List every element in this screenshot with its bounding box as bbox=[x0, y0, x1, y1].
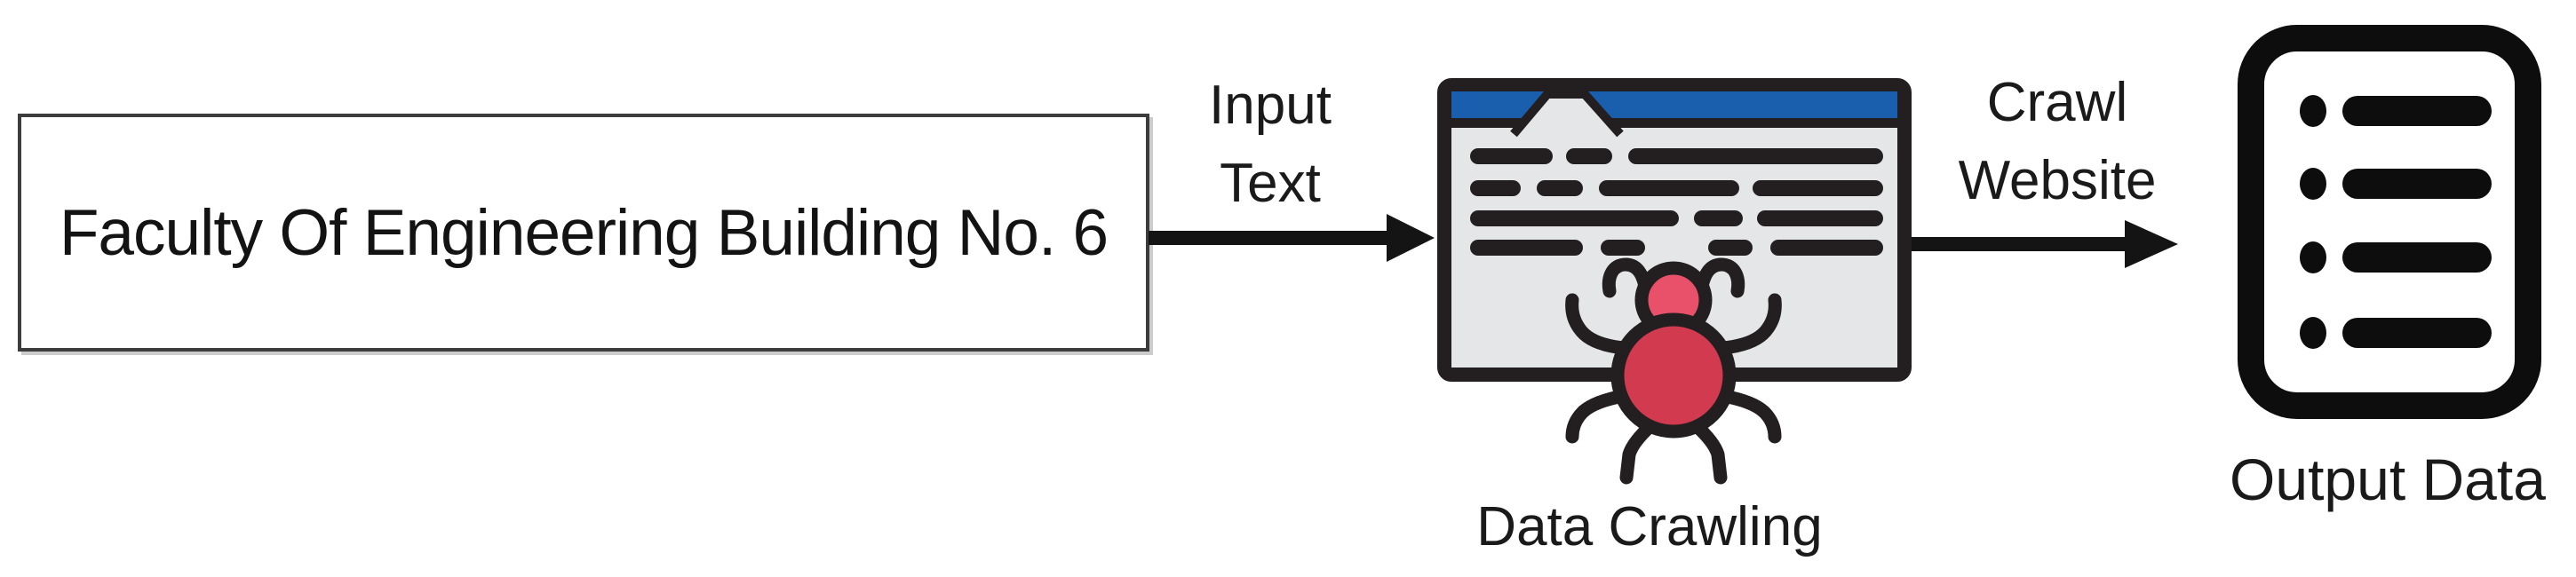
output-document-frame bbox=[2238, 25, 2541, 419]
browser-text-lines bbox=[1470, 148, 1883, 256]
output-caption: Output Data bbox=[2230, 447, 2546, 512]
input-arrow-label-line2: Text bbox=[1220, 153, 1321, 214]
web-crawler-icon bbox=[1437, 78, 1912, 485]
input-arrow-icon bbox=[1149, 214, 1435, 262]
crawl-arrow-label-line1: Crawl bbox=[1986, 72, 2128, 133]
bug-body bbox=[1610, 312, 1737, 439]
input-arrow-label: Input Text bbox=[1093, 67, 1448, 223]
crawl-arrow-label: Crawl Website bbox=[1880, 64, 2235, 220]
bug-icon bbox=[1565, 257, 1782, 485]
input-arrow-shaft bbox=[1149, 231, 1397, 245]
input-box: Faculty Of Engineering Building No. 6 bbox=[18, 114, 1149, 352]
browser-title-separator bbox=[1451, 118, 1897, 128]
crawl-arrow-label-line2: Website bbox=[1958, 150, 2157, 211]
input-box-label: Faculty Of Engineering Building No. 6 bbox=[59, 196, 1109, 269]
input-arrow-head bbox=[1387, 214, 1435, 262]
browser-notch bbox=[1510, 90, 1624, 138]
crawl-arrow-shaft bbox=[1912, 237, 2129, 251]
browser-title-bar bbox=[1451, 91, 1897, 118]
output-document-icon bbox=[2238, 25, 2541, 419]
crawl-arrow-icon bbox=[1912, 220, 2178, 268]
input-arrow-label-line1: Input bbox=[1209, 75, 1332, 136]
crawl-arrow-head bbox=[2125, 220, 2178, 268]
crawler-caption: Data Crawling bbox=[1476, 496, 1823, 557]
output-list-rows bbox=[2300, 95, 2492, 349]
